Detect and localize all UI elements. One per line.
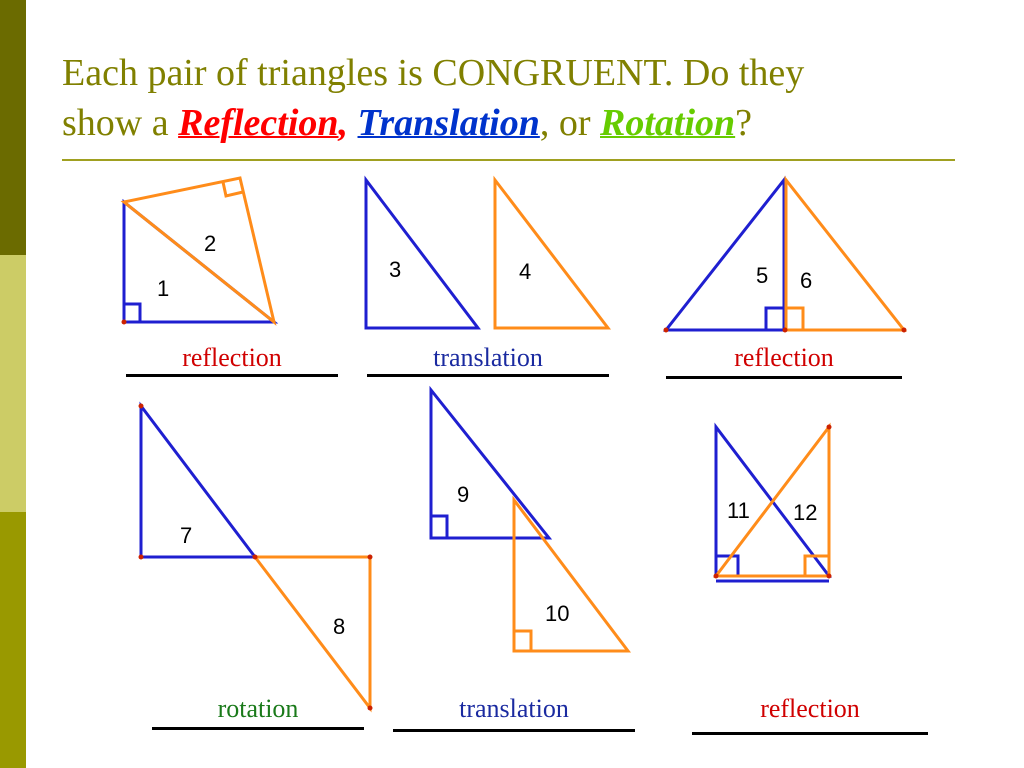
title-or: , or bbox=[539, 102, 600, 144]
label-8: 8 bbox=[333, 614, 345, 639]
label-12: 12 bbox=[793, 500, 817, 525]
vertex-dot bbox=[901, 327, 907, 333]
label-6: 6 bbox=[800, 268, 812, 293]
vertex-dot bbox=[826, 424, 832, 430]
answer-blank-4[interactable] bbox=[152, 727, 364, 730]
sidebar-decoration bbox=[0, 0, 26, 768]
triangle-4 bbox=[493, 175, 612, 330]
pair-1-2 bbox=[120, 176, 279, 326]
right-angle-marker-6 bbox=[786, 306, 805, 330]
vertex-dot bbox=[121, 319, 127, 325]
triangle-8 bbox=[251, 555, 372, 713]
vertex-dot bbox=[252, 554, 258, 560]
label-2: 2 bbox=[204, 231, 216, 256]
sidebar-dark-block bbox=[0, 0, 26, 255]
triangle-6 bbox=[784, 175, 908, 332]
pair-3-4 bbox=[364, 175, 612, 330]
triangle-5 bbox=[662, 175, 786, 332]
title-translation: Translation bbox=[357, 102, 540, 144]
answer-blank-3[interactable] bbox=[666, 376, 902, 379]
right-angle-marker-1 bbox=[124, 302, 142, 322]
triangle-12 bbox=[712, 422, 831, 578]
pair-7-8 bbox=[138, 401, 373, 713]
label-1: 1 bbox=[157, 276, 169, 301]
answer-blank-5[interactable] bbox=[393, 729, 635, 732]
answer-pair-6: reflection bbox=[760, 694, 860, 723]
answer-blank-6[interactable] bbox=[692, 732, 928, 735]
answer-pair-4: rotation bbox=[217, 694, 299, 723]
label-3: 3 bbox=[389, 257, 401, 282]
title-comma: , bbox=[338, 102, 349, 144]
label-5: 5 bbox=[756, 263, 768, 288]
answer-pair-3: reflection bbox=[734, 343, 834, 372]
sidebar-mid-block bbox=[0, 512, 26, 768]
right-angle-marker-9 bbox=[431, 514, 449, 538]
right-angle-marker-11 bbox=[716, 554, 740, 576]
vertex-dot bbox=[782, 327, 788, 333]
label-9: 9 bbox=[457, 482, 469, 507]
label-10: 10 bbox=[545, 601, 569, 626]
vertex-dot bbox=[138, 403, 144, 409]
triangle-2 bbox=[120, 176, 277, 326]
answer-pair-5: translation bbox=[459, 694, 569, 723]
title-reflection: Reflection bbox=[178, 102, 339, 144]
label-4: 4 bbox=[519, 259, 531, 284]
triangle-9 bbox=[429, 385, 553, 540]
right-angle-marker-10 bbox=[514, 629, 533, 651]
title-line-2-prefix: show a bbox=[62, 102, 179, 144]
vertex-dot bbox=[663, 327, 669, 333]
title-line-1: Each pair of triangles is CONGRUENT. Do … bbox=[62, 52, 805, 94]
right-angle-marker-12 bbox=[803, 554, 829, 576]
pair-5-6 bbox=[662, 175, 908, 333]
title-question-mark: ? bbox=[735, 102, 753, 144]
vertex-dot bbox=[367, 554, 373, 560]
title-rotation: Rotation bbox=[600, 102, 736, 144]
answer-blank-1[interactable] bbox=[126, 374, 338, 377]
title-divider bbox=[62, 159, 955, 161]
answer-blank-2[interactable] bbox=[367, 374, 609, 377]
triangle-7 bbox=[139, 401, 259, 559]
pair-11-12 bbox=[712, 422, 833, 583]
page-title: Each pair of triangles is CONGRUENT. Do … bbox=[62, 48, 982, 148]
right-angle-marker-2 bbox=[221, 181, 244, 198]
answer-pair-2: translation bbox=[433, 343, 543, 372]
sidebar-light-block bbox=[0, 255, 26, 512]
right-angle-marker-5 bbox=[764, 306, 784, 330]
label-11: 11 bbox=[727, 498, 750, 523]
label-7: 7 bbox=[180, 523, 192, 548]
pair-9-10 bbox=[429, 385, 632, 653]
vertex-dot bbox=[713, 573, 719, 579]
triangle-10 bbox=[512, 495, 632, 653]
vertex-dot bbox=[826, 573, 832, 579]
answer-pair-1: reflection bbox=[182, 343, 282, 372]
vertex-dot bbox=[138, 554, 144, 560]
vertex-dot bbox=[367, 705, 373, 711]
triangle-3 bbox=[364, 175, 482, 330]
